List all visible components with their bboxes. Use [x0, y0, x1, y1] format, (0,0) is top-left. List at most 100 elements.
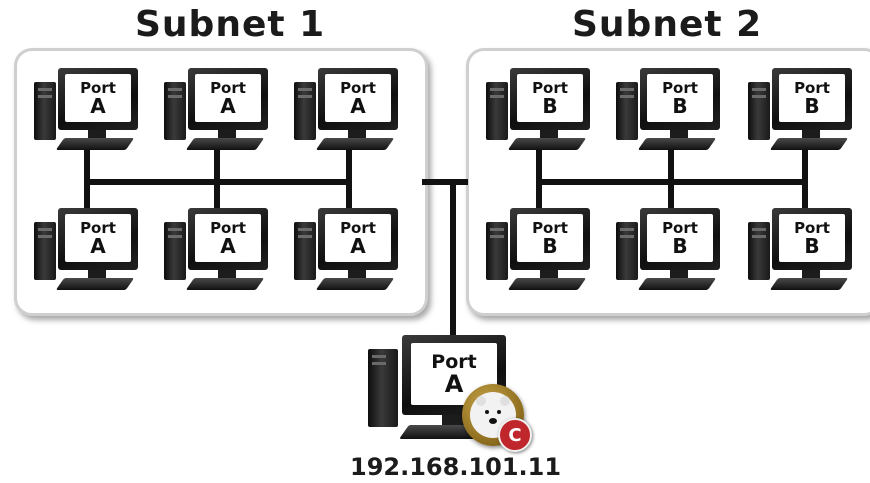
- server-ip-address: 192.168.101.11: [350, 453, 562, 481]
- tower-icon: [164, 222, 186, 280]
- keyboard-icon: [507, 278, 587, 290]
- port-label: Port: [80, 78, 116, 97]
- subnet-1-drop-2: [214, 148, 220, 218]
- port-letter: B: [542, 93, 558, 118]
- monitor-stand: [540, 270, 558, 278]
- bear-eye-left: [485, 410, 489, 414]
- keyboard-icon: [315, 138, 395, 150]
- port-letter: A: [350, 93, 366, 118]
- port-letter: B: [672, 233, 688, 258]
- monitor-icon: Port A: [58, 68, 138, 130]
- port-letter: A: [444, 369, 464, 398]
- port-letter: B: [804, 93, 820, 118]
- monitor-screen: Port B: [647, 74, 713, 122]
- subnet-1-drop-3: [346, 148, 352, 218]
- bear-nose: [489, 418, 497, 424]
- port-letter: A: [90, 233, 106, 258]
- monitor-icon: Port B: [772, 68, 852, 130]
- monitor-screen: Port B: [647, 214, 713, 262]
- subnet-2-computer[interactable]: Port B: [614, 68, 724, 158]
- subnet-1-title: Subnet 1: [135, 4, 326, 45]
- subnet-2-drop-3: [802, 148, 808, 218]
- subnet-1-drop-1: [84, 148, 90, 218]
- monitor-screen: Port A: [195, 214, 261, 262]
- tower-icon: [368, 349, 398, 427]
- monitor-screen: Port A: [65, 214, 131, 262]
- keyboard-icon: [769, 278, 849, 290]
- keyboard-icon: [185, 278, 265, 290]
- tower-icon: [486, 82, 508, 140]
- monitor-icon: Port A: [188, 68, 268, 130]
- tower-icon: [34, 82, 56, 140]
- monitor-screen: Port B: [517, 214, 583, 262]
- tower-icon: [486, 222, 508, 280]
- port-label: Port: [340, 218, 376, 237]
- monitor-screen: Port A: [325, 74, 391, 122]
- monitor-stand: [348, 130, 366, 138]
- inter-subnet-link: [422, 179, 468, 185]
- keyboard-icon: [315, 278, 395, 290]
- subnet-1-computer[interactable]: Port A: [32, 208, 142, 298]
- monitor-icon: Port B: [640, 208, 720, 270]
- tower-icon: [294, 222, 316, 280]
- port-label: Port: [80, 218, 116, 237]
- monitor-icon: Port B: [772, 208, 852, 270]
- monitor-icon: Port A: [58, 208, 138, 270]
- tower-icon: [294, 82, 316, 140]
- tower-icon: [616, 82, 638, 140]
- monitor-stand: [802, 270, 820, 278]
- subnet-1-computer[interactable]: Port A: [162, 208, 272, 298]
- monitor-screen: Port A: [411, 343, 497, 405]
- port-letter: A: [220, 93, 236, 118]
- monitor-stand: [540, 130, 558, 138]
- subnet-1-computer[interactable]: Port A: [292, 208, 402, 298]
- monitor-icon: Port A: [188, 208, 268, 270]
- monitor-stand: [88, 270, 106, 278]
- polar-bear-icon: [462, 384, 524, 446]
- keyboard-icon: [507, 138, 587, 150]
- port-letter: B: [672, 93, 688, 118]
- bear-eye-right: [497, 410, 501, 414]
- tower-icon: [748, 82, 770, 140]
- monitor-screen: Port A: [325, 214, 391, 262]
- tower-icon: [748, 222, 770, 280]
- server-uplink: [450, 182, 456, 342]
- tower-icon: [616, 222, 638, 280]
- monitor-stand: [218, 270, 236, 278]
- subnet-2-computer[interactable]: Port B: [484, 208, 594, 298]
- monitor-icon: Port A: [318, 208, 398, 270]
- tower-icon: [34, 222, 56, 280]
- port-label: Port: [210, 218, 246, 237]
- subnet-2-computer[interactable]: Port B: [614, 208, 724, 298]
- subnet-2-title: Subnet 2: [572, 4, 763, 45]
- port-label: Port: [532, 218, 568, 237]
- subnet-2-computer[interactable]: Port B: [746, 208, 856, 298]
- subnet-1-computer[interactable]: Port A: [32, 68, 142, 158]
- port-label: Port: [340, 78, 376, 97]
- monitor-stand: [670, 270, 688, 278]
- keyboard-icon: [55, 278, 135, 290]
- subnet-1-computer[interactable]: Port A: [162, 68, 272, 158]
- monitor-screen: Port B: [517, 74, 583, 122]
- port-label: Port: [662, 78, 698, 97]
- port-label: Port: [210, 78, 246, 97]
- subnet-1-computer[interactable]: Port A: [292, 68, 402, 158]
- port-label: Port: [794, 218, 830, 237]
- monitor-stand: [670, 130, 688, 138]
- monitor-icon: Port B: [510, 68, 590, 130]
- monitor-screen: Port B: [779, 214, 845, 262]
- port-label: Port: [662, 218, 698, 237]
- subnet-2-computer[interactable]: Port B: [746, 68, 856, 158]
- keyboard-icon: [769, 138, 849, 150]
- port-letter: A: [220, 233, 236, 258]
- keyboard-icon: [637, 138, 717, 150]
- monitor-icon: Port B: [510, 208, 590, 270]
- monitor-stand: [348, 270, 366, 278]
- monitor-screen: Port A: [65, 74, 131, 122]
- monitor-stand: [218, 130, 236, 138]
- subnet-2-computer[interactable]: Port B: [484, 68, 594, 158]
- monitor-stand: [802, 130, 820, 138]
- tower-icon: [164, 82, 186, 140]
- monitor-icon: Port A: [318, 68, 398, 130]
- keyboard-icon: [55, 138, 135, 150]
